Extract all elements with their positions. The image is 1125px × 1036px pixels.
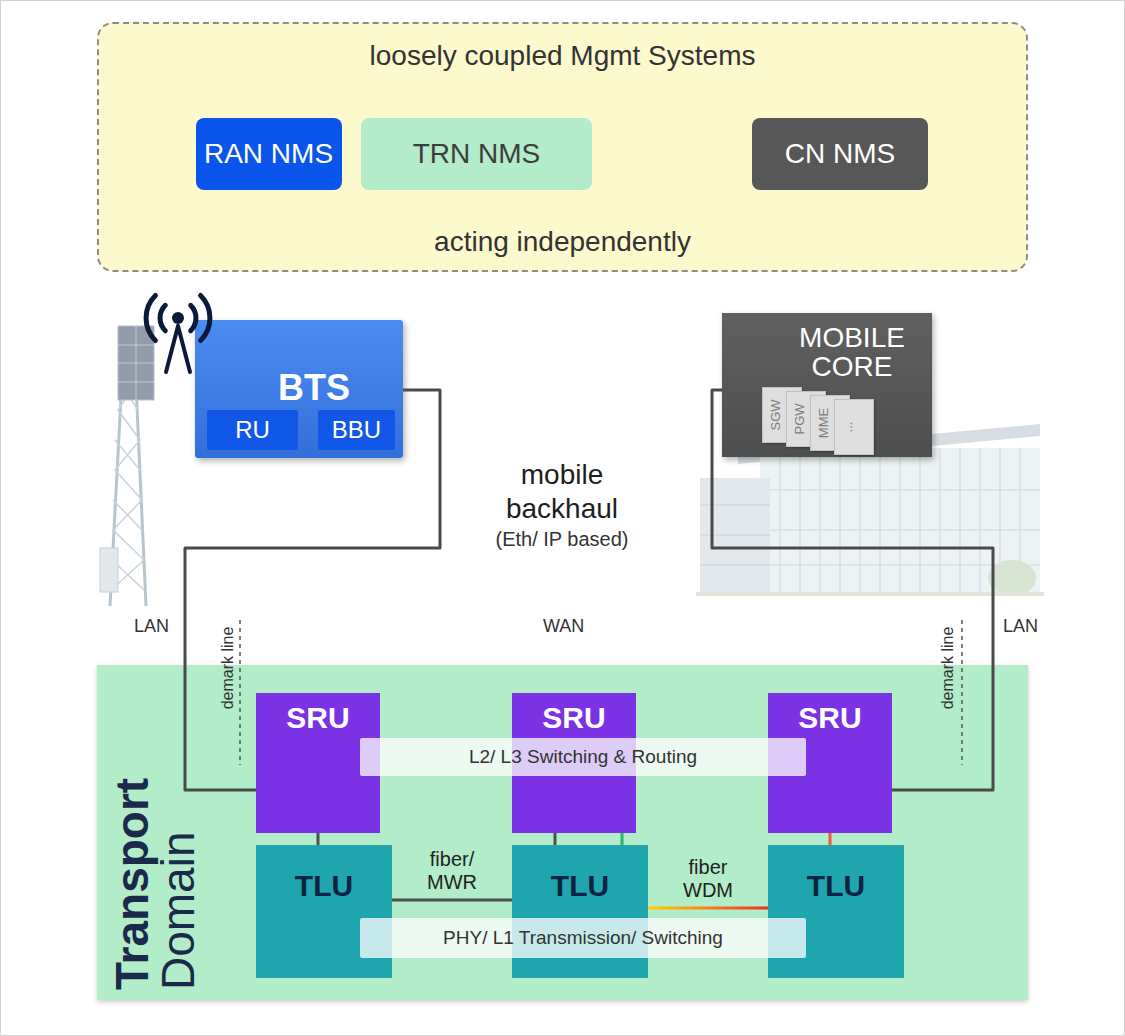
nms-box: RAN NMS — [196, 118, 342, 190]
function-name: ... — [841, 422, 854, 433]
network-side-label: WAN — [543, 616, 584, 637]
ground — [696, 592, 1044, 596]
tlu-label: TLU — [256, 869, 392, 902]
link-line — [648, 907, 768, 910]
tlu-box: TLU — [512, 845, 648, 978]
nms-label: CN NMS — [752, 138, 928, 170]
layer-band: PHY/ L1 Transmission/ Switching — [360, 918, 806, 958]
bts-box: BTS RU BBU — [195, 320, 403, 458]
demark-line — [240, 620, 962, 765]
unit-label: RU — [207, 416, 298, 444]
unit-label: BBU — [318, 416, 395, 444]
wing-windows — [700, 505, 770, 565]
function-name: PGW — [793, 403, 806, 434]
link-line — [712, 390, 993, 790]
band-label: L2/ L3 Switching & Routing — [360, 746, 806, 768]
nms-box: CN NMS — [752, 118, 928, 190]
bts-title: BTS — [225, 370, 403, 406]
core-title: MOBILE CORE — [782, 323, 922, 382]
link-label: fiber/ MWR — [417, 848, 487, 894]
server-page: ... — [834, 399, 874, 455]
band-label: PHY/ L1 Transmission/ Switching — [360, 927, 806, 949]
backhaul-label: mobile backhaul — [470, 458, 654, 525]
network-side-label: LAN — [1003, 616, 1038, 637]
antenna-waves — [146, 295, 210, 340]
sru-label: SRU — [768, 701, 892, 734]
building-wing — [700, 478, 770, 594]
link-line — [621, 833, 624, 845]
link-line — [185, 390, 440, 790]
nms-label: TRN NMS — [361, 138, 592, 170]
tower-cabinet — [100, 548, 118, 592]
management-panel: loosely coupled Mgmt Systems acting indep… — [97, 22, 1028, 272]
panel-title: loosely coupled Mgmt Systems — [99, 40, 1026, 72]
sru-label: SRU — [512, 701, 636, 734]
tlu-box: TLU — [256, 845, 392, 978]
panel-grid — [118, 326, 154, 400]
link-line — [554, 833, 557, 845]
domain-title: Transport Domain — [109, 740, 201, 990]
demark-label: demark line — [939, 627, 957, 710]
solar-panel — [118, 326, 154, 400]
unit-box: BBU — [318, 410, 395, 450]
antenna-symbol — [146, 295, 210, 372]
demark-label: demark line — [219, 627, 237, 710]
link-line — [317, 833, 320, 845]
antenna-mast — [166, 326, 190, 372]
nms-label: RAN NMS — [196, 138, 342, 170]
cell-tower-picture — [100, 326, 154, 606]
antenna-dot — [172, 312, 184, 324]
sru-label: SRU — [256, 701, 380, 734]
link-label: fiber WDM — [673, 856, 743, 902]
unit-box: RU — [207, 410, 298, 450]
protocol-note: (Eth/ IP based) — [462, 528, 662, 551]
tlu-label: TLU — [512, 869, 648, 902]
transport-domain: Transport Domain SRU SRU SRU L2/ L3 Switchin… — [97, 665, 1028, 1000]
layer-band: L2/ L3 Switching & Routing — [360, 738, 806, 776]
link-line — [392, 899, 512, 902]
function-name: MME — [817, 408, 830, 438]
panel-note: acting independently — [99, 226, 1026, 258]
tlu-box: TLU — [768, 845, 904, 978]
nms-box: TRN NMS — [361, 118, 592, 190]
network-side-label: LAN — [134, 616, 169, 637]
tlu-label: TLU — [768, 869, 904, 902]
tree — [988, 560, 1036, 596]
function-name: SGW — [769, 399, 782, 430]
link-line — [829, 833, 832, 845]
